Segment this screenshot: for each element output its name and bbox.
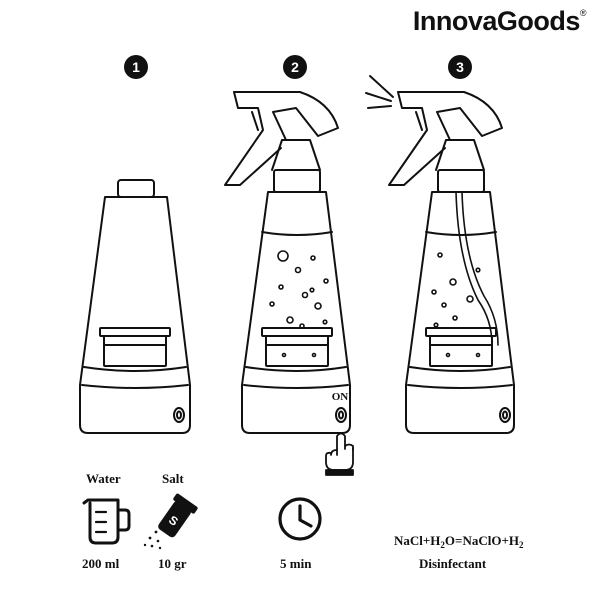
salt-amount: 10 gr bbox=[158, 556, 187, 571]
equation-part-2: O=NaClO+H bbox=[444, 533, 519, 548]
equation-part-1: NaCl+H bbox=[394, 533, 441, 548]
bottle-filled bbox=[224, 91, 351, 434]
switch-on-label: ON bbox=[332, 391, 349, 403]
chemical-equation: NaCl+H2O=NaClO+H2 bbox=[394, 533, 523, 550]
water-label: Water bbox=[86, 471, 121, 486]
step-badge-3: 3 bbox=[448, 55, 472, 79]
equation-subscript-2: 2 bbox=[518, 540, 524, 550]
water-amount: 200 ml bbox=[82, 556, 120, 571]
step-number-3: 3 bbox=[456, 59, 464, 75]
bottle-empty bbox=[79, 179, 191, 434]
measuring-cup-icon bbox=[82, 498, 131, 545]
bubbles-step2 bbox=[269, 250, 329, 358]
step-badge-1: 1 bbox=[124, 55, 148, 79]
salt-label: Salt bbox=[162, 471, 184, 486]
equation-subscript-1: 2 bbox=[440, 540, 445, 550]
brand-name: InnovaGoods bbox=[412, 6, 581, 36]
clock-icon bbox=[278, 497, 322, 541]
step-badge-2: 2 bbox=[283, 55, 307, 79]
brand-logo: InnovaGoods® bbox=[412, 6, 587, 37]
registered-mark: ® bbox=[579, 8, 587, 18]
spray-lines-icon bbox=[365, 75, 394, 109]
pointing-hand-icon bbox=[325, 432, 354, 476]
timer-amount: 5 min bbox=[280, 556, 312, 571]
salt-shaker-icon: S bbox=[143, 493, 198, 550]
step-number-2: 2 bbox=[291, 59, 299, 75]
result-label: Disinfectant bbox=[419, 556, 487, 571]
step-number-1: 1 bbox=[132, 59, 140, 75]
bottle-spraying bbox=[388, 91, 515, 434]
bubbles-step3 bbox=[431, 252, 481, 358]
